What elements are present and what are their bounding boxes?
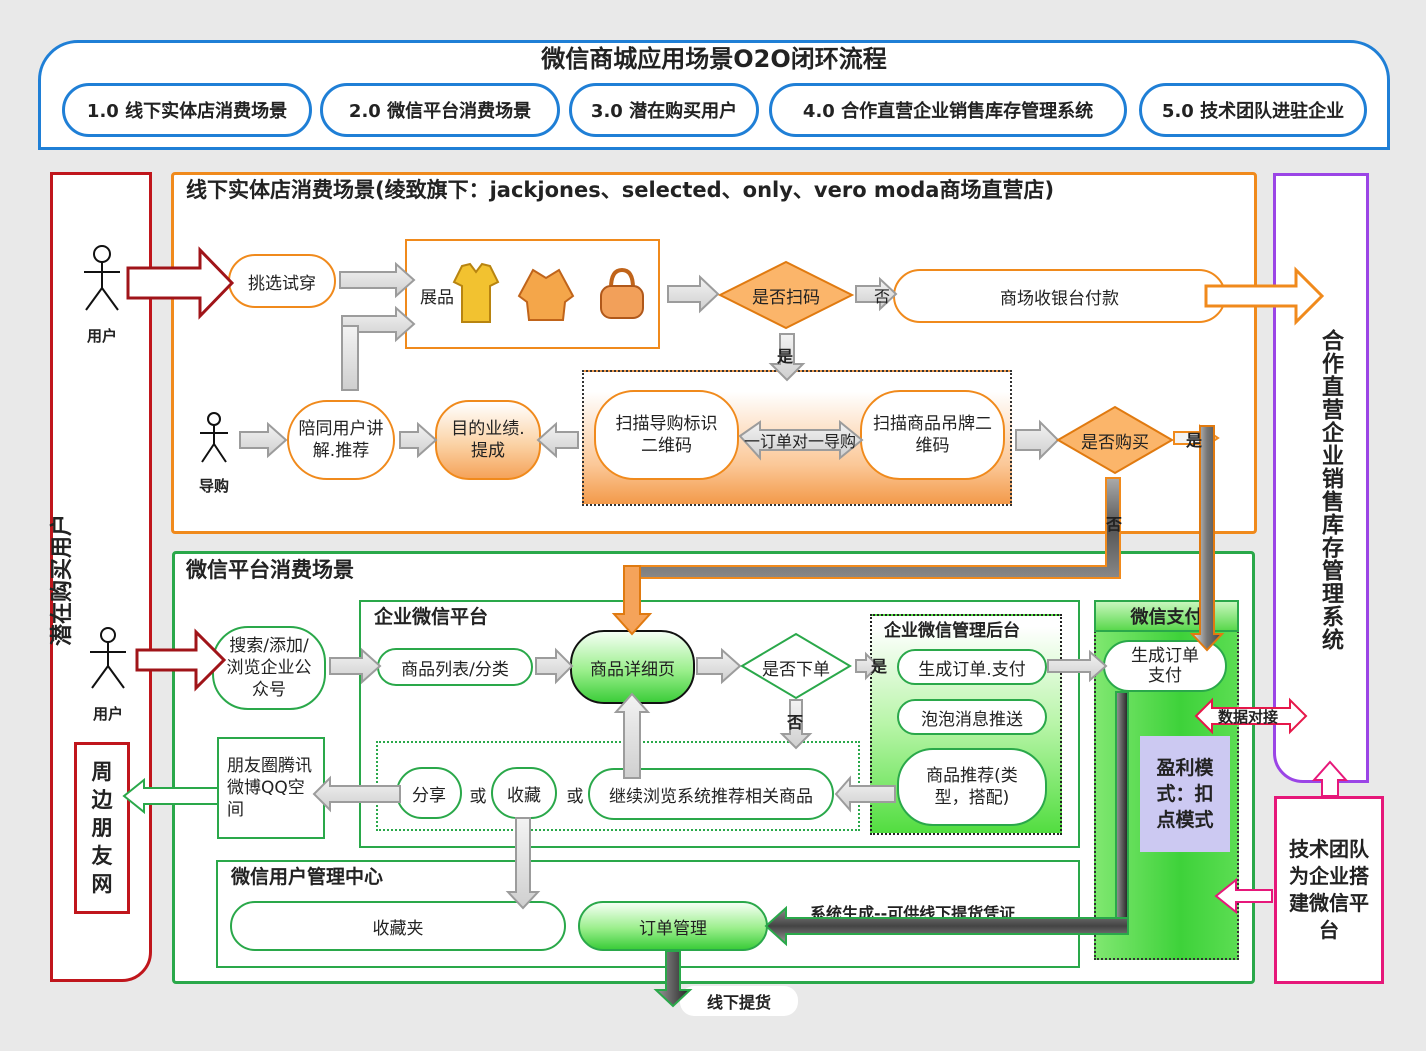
display-label: 展品 bbox=[420, 288, 454, 308]
tab-1[interactable]: 1.0 线下实体店消费场景 bbox=[62, 83, 312, 137]
recommend-node: 商品推荐(类型，搭配) bbox=[897, 748, 1047, 826]
order-yes-label: 是 bbox=[871, 657, 888, 676]
right-panel-label: 合作直营企业销售库存管理系统 bbox=[1318, 329, 1343, 651]
order-diamond-label: 是否下单 bbox=[762, 659, 830, 680]
tab-2[interactable]: 2.0 微信平台消费场景 bbox=[320, 83, 560, 137]
clothes-icon bbox=[452, 262, 500, 324]
continue-browse-node: 继续浏览系统推荐相关商品 bbox=[588, 768, 834, 820]
user-label: 用户 bbox=[86, 326, 117, 345]
social-box: 朋友圈腾讯微博QQ空间 bbox=[217, 737, 325, 839]
or-label-2: 或 bbox=[566, 786, 584, 807]
wechat-title: 微信平台消费场景 bbox=[186, 558, 354, 582]
share-node: 分享 bbox=[396, 767, 462, 819]
pay-title: 微信支付 bbox=[1094, 600, 1239, 632]
backend-title: 企业微信管理后台 bbox=[884, 621, 1020, 641]
bag-icon bbox=[595, 266, 649, 322]
tab-3[interactable]: 3.0 潜在购买用户 bbox=[569, 83, 759, 137]
page-title: 微信商城应用场景O2O闭环流程 bbox=[541, 44, 887, 73]
scan-diamond-label: 是否扫码 bbox=[752, 287, 820, 308]
pickup-label: 线下提货 bbox=[680, 986, 798, 1016]
or-label-1: 或 bbox=[469, 786, 487, 807]
yes-label-1: 是 bbox=[777, 347, 794, 366]
pick-try-node: 挑选试穿 bbox=[228, 254, 336, 308]
cashier-node: 商场收银台付款 bbox=[893, 269, 1226, 323]
sys-gen-label: 系统生成--可供线下提货凭证 bbox=[810, 904, 1016, 923]
fav-folder-node: 收藏夹 bbox=[230, 901, 566, 951]
order-no-label: 否 bbox=[787, 713, 804, 732]
enterprise-platform-title: 企业微信平台 bbox=[374, 606, 489, 628]
wechat-user-label: 用户 bbox=[92, 704, 123, 723]
tab-5[interactable]: 5.0 技术团队进驻企业 bbox=[1139, 83, 1367, 137]
friends-network-box: 周边朋友网 bbox=[74, 742, 130, 914]
accompany-node: 陪同用户讲解.推荐 bbox=[287, 400, 395, 480]
order-mgmt-node: 订单管理 bbox=[578, 901, 768, 951]
no-label-1: 否 bbox=[874, 287, 891, 306]
profit-box: 盈利模式：扣点模式 bbox=[1140, 736, 1230, 852]
goal-node: 目的业绩.提成 bbox=[435, 400, 541, 480]
scan-tag-node: 扫描商品吊牌二维码 bbox=[860, 390, 1005, 480]
guide-figure-icon bbox=[196, 410, 232, 464]
product-detail-node: 商品详细页 bbox=[570, 630, 695, 704]
buy-diamond-label: 是否购买 bbox=[1081, 432, 1149, 453]
scan-guide-node: 扫描导购标识二维码 bbox=[594, 390, 739, 480]
sweater-icon bbox=[517, 266, 575, 322]
data-link-label: 数据对接 bbox=[1218, 708, 1279, 726]
offline-title: 线下实体店消费场景(绫致旗下：jackjones、selected、only、v… bbox=[186, 178, 1055, 202]
yes-label-2: 是 bbox=[1186, 431, 1203, 450]
user-center-title: 微信用户管理中心 bbox=[231, 866, 384, 888]
pay-node: 生成订单支付 bbox=[1103, 640, 1227, 692]
no-label-2: 否 bbox=[1106, 515, 1123, 534]
product-list-node: 商品列表/分类 bbox=[377, 648, 533, 686]
search-node: 搜索/添加/浏览企业公众号 bbox=[212, 626, 326, 710]
wechat-user-icon bbox=[86, 624, 130, 690]
tab-4[interactable]: 4.0 合作直营企业销售库存管理系统 bbox=[769, 83, 1127, 137]
one-order-label: 一订单对一导购 bbox=[743, 432, 856, 451]
user-figure-icon bbox=[78, 242, 126, 314]
guide-label: 导购 bbox=[198, 476, 229, 495]
tech-team-box: 技术团队为企业搭建微信平台 bbox=[1274, 796, 1384, 984]
favorite-node: 收藏 bbox=[491, 767, 557, 819]
bubble-node: 泡泡消息推送 bbox=[897, 699, 1047, 735]
gen-order-node: 生成订单.支付 bbox=[897, 649, 1047, 685]
